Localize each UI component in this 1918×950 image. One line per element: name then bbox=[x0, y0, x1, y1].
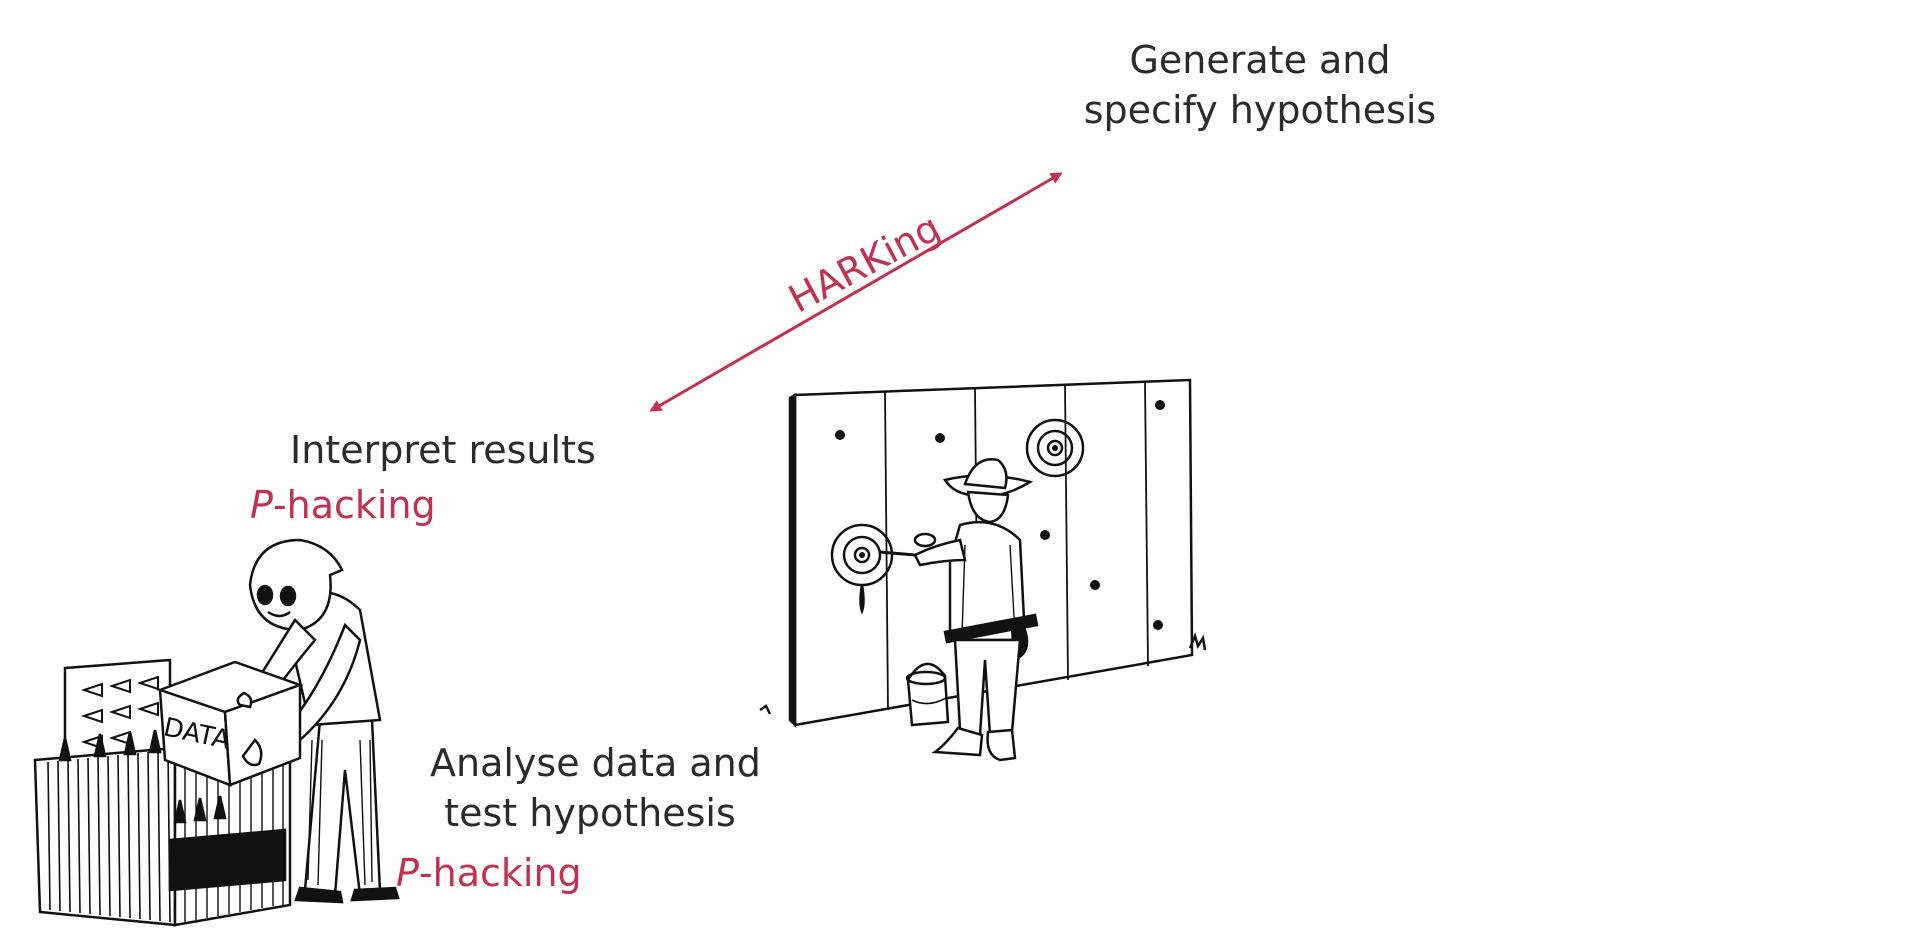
p-hacking-label-analyse: P-hacking bbox=[396, 848, 582, 898]
generate-hypothesis-label: Generate and specify hypothesis bbox=[1070, 35, 1450, 135]
generate-line-1: Generate and bbox=[1129, 38, 1391, 82]
p-hacking-label-interpret: P-hacking bbox=[250, 480, 436, 530]
p-hacking-suffix-2: -hacking bbox=[418, 851, 582, 895]
hooded-figure-icon bbox=[243, 538, 400, 904]
cowboy-icon bbox=[879, 458, 1039, 762]
analyse-line-1: Analyse data and bbox=[430, 741, 761, 785]
generate-line-2: specify hypothesis bbox=[1083, 88, 1437, 132]
p-hacking-suffix: -hacking bbox=[272, 483, 436, 527]
analyse-line-2: test hypothesis bbox=[444, 791, 736, 835]
p-italic: P bbox=[250, 483, 273, 527]
analyse-data-label: Analyse data and test hypothesis bbox=[430, 738, 761, 838]
data-crate-icon: DATA bbox=[156, 660, 304, 787]
spiked-box-icon bbox=[33, 658, 292, 927]
p-italic-2: P bbox=[396, 851, 419, 895]
interpret-results-label: Interpret results bbox=[290, 428, 596, 472]
